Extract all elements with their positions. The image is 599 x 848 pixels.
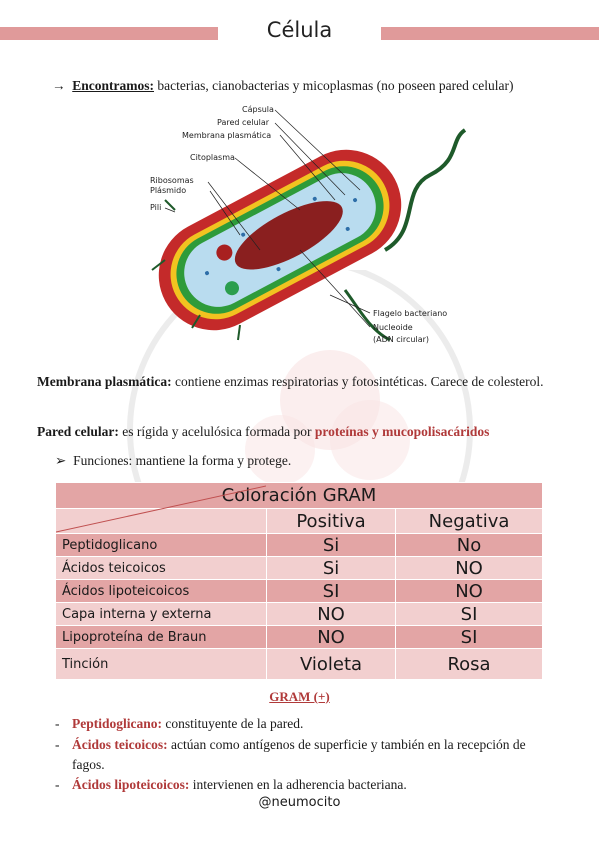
label-flagelo: Flagelo bacteriano — [373, 309, 447, 318]
label-ribosomas: Ribosomas — [150, 176, 194, 185]
label-capsula: Cápsula — [242, 105, 274, 114]
gram-table: Coloración GRAM Positiva Negativa Peptid… — [55, 482, 543, 680]
bullet-item: - Peptidoglicano: constituyente de la pa… — [55, 716, 304, 731]
encontramos-label: Encontramos: — [72, 78, 154, 93]
membrana-text: contiene enzimas respiratorias y fotosin… — [171, 374, 544, 389]
flagellum — [383, 128, 467, 252]
col-header-positiva: Positiva — [265, 508, 397, 534]
arrow-icon: → — [52, 78, 66, 93]
bacteria-diagram: Cápsula Pared celular Membrana plasmátic… — [150, 105, 467, 344]
label-pared: Pared celular — [217, 118, 270, 127]
author-footer: @neumocito — [258, 795, 341, 810]
bullet-item: - Ácidos lipoteicoicos: intervienen en l… — [55, 777, 407, 792]
diagonal-line — [56, 485, 266, 533]
bullet-item: - Ácidos teicoicos: actúan como antígeno… — [55, 737, 526, 772]
label-plasmido: Plásmido — [150, 186, 186, 195]
label-nucleoide: Nucleoide — [373, 323, 413, 332]
pared-label: Pared celular: — [37, 424, 119, 439]
title-bar-left — [0, 27, 218, 40]
gram-positive-heading: GRAM (+) — [269, 689, 330, 704]
title-bar-right — [381, 27, 599, 40]
table-title: Coloración GRAM — [55, 482, 543, 509]
funciones-line: ➢ Funciones: mantiene la forma y protege… — [55, 451, 575, 471]
label-adn: (ADN circular) — [373, 335, 429, 344]
encontramos-line: → Encontramos: bacterias, cianobacterias… — [52, 78, 513, 94]
label-citoplasma: Citoplasma — [190, 153, 235, 162]
watermark-seal — [127, 270, 473, 550]
plasmid — [216, 244, 233, 261]
label-membrana: Membrana plasmática — [182, 131, 271, 140]
encontramos-text: bacterias, cianobacterias y micoplasmas … — [154, 78, 514, 93]
page-title: Célula — [266, 18, 333, 42]
label-pili: Pili — [150, 203, 161, 212]
funciones-text: Funciones: mantiene la forma y protege. — [73, 453, 292, 468]
pared-highlight: proteínas y mucopolisacáridos — [314, 424, 490, 439]
pared-paragraph: Pared celular: es rígida y acelulósica f… — [37, 422, 557, 442]
membrana-label: Membrana plasmática: — [37, 374, 172, 389]
arrowhead-bullet-icon: ➢ — [55, 453, 67, 468]
membrana-paragraph: Membrana plasmática: contiene enzimas re… — [37, 372, 557, 392]
nucleoid — [234, 201, 343, 270]
table-corner-cell — [55, 485, 267, 534]
col-header-negativa: Negativa — [395, 508, 543, 534]
pared-text: es rígida y acelulósica formada por — [118, 424, 315, 439]
